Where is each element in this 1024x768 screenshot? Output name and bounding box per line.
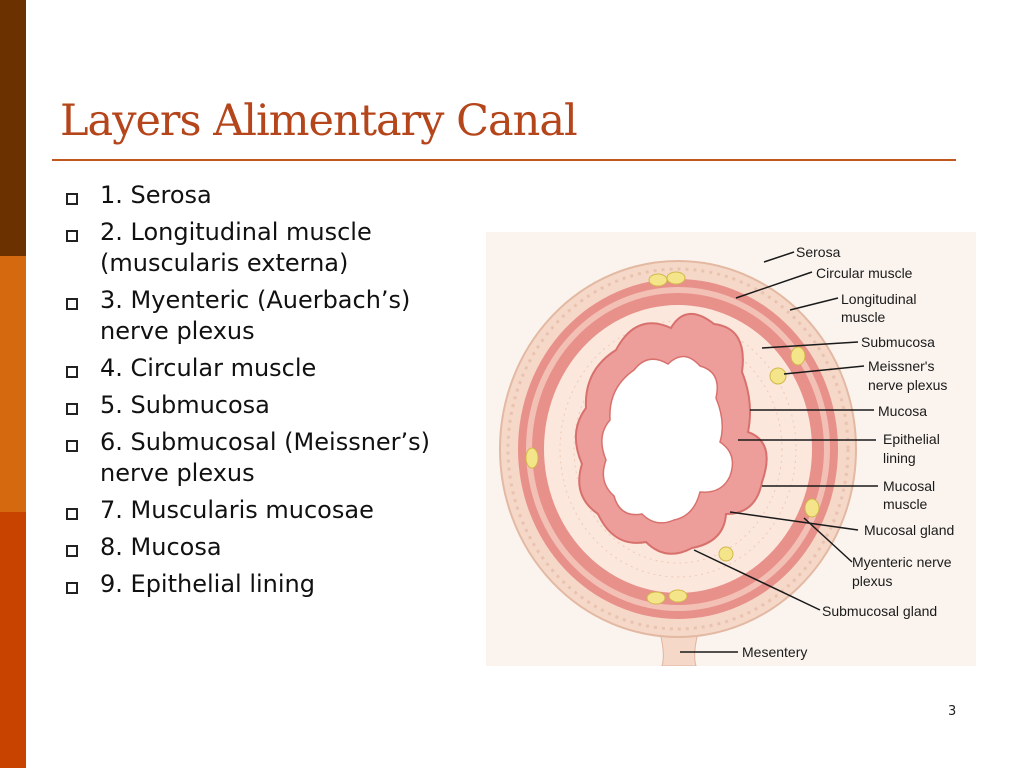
nerve-plexus-node xyxy=(648,273,668,287)
submucosa-texture-inner xyxy=(573,334,783,564)
list-item: 5. Submucosa xyxy=(60,390,480,421)
nerve-plexus-node xyxy=(668,589,688,603)
list-item: 7. Muscularis mucosae xyxy=(60,495,480,526)
side-accent-bar xyxy=(0,0,26,768)
nerve-plexus-node xyxy=(666,271,686,285)
label-longitudinal-muscle-line1: Longitudinal xyxy=(841,291,917,307)
list-item: 2. Longitudinal muscle (muscularis exter… xyxy=(60,217,480,279)
nerve-plexus-node xyxy=(790,346,806,366)
square-bullet-icon xyxy=(66,298,78,310)
page-number: 3 xyxy=(948,704,957,719)
square-bullet-icon xyxy=(66,545,78,557)
meissner-node xyxy=(769,367,787,385)
label-epithelial-line2: lining xyxy=(883,450,916,466)
slide-title: Layers Alimentary Canal xyxy=(60,96,578,146)
label-longitudinal-muscle-line2: muscle xyxy=(841,309,886,325)
label-mucosal-muscle-line1: Mucosal xyxy=(883,478,935,494)
label-circular-muscle: Circular muscle xyxy=(816,265,913,281)
leader-line xyxy=(693,549,821,611)
square-bullet-icon xyxy=(66,403,78,415)
leader-line xyxy=(763,251,795,263)
list-item: 4. Circular muscle xyxy=(60,353,480,384)
list-item: 8. Mucosa xyxy=(60,532,480,563)
leader-line xyxy=(735,271,813,299)
label-meissner-line1: Meissner's xyxy=(868,358,934,374)
square-bullet-icon xyxy=(66,230,78,242)
square-bullet-icon xyxy=(66,508,78,520)
leader-line xyxy=(761,341,859,349)
accent-segment-middle xyxy=(0,256,26,512)
label-myenteric-line1: Myenteric nerve xyxy=(852,554,952,570)
leader-lines xyxy=(680,251,878,653)
list-item: 9. Epithelial lining xyxy=(60,569,480,600)
submucosa-texture xyxy=(559,320,797,578)
label-submucosa: Submucosa xyxy=(861,334,935,350)
accent-segment-top xyxy=(0,0,26,256)
label-mucosal-gland: Mucosal gland xyxy=(864,522,954,538)
list-item: 3. Myenteric (Auerbach’s) nerve plexus xyxy=(60,285,480,347)
nerve-plexus-node xyxy=(804,498,820,518)
leader-line xyxy=(789,297,839,311)
square-bullet-icon xyxy=(66,440,78,452)
label-mesentery: Mesentery xyxy=(742,644,807,660)
serosa-texture xyxy=(506,267,850,631)
accent-segment-bottom xyxy=(0,512,26,768)
layer-list: 1. Serosa 2. Longitudinal muscle (muscul… xyxy=(60,180,480,606)
title-underline xyxy=(52,159,956,161)
label-mucosal-muscle-line2: muscle xyxy=(883,496,928,512)
label-submucosal-gland: Submucosal gland xyxy=(822,603,937,619)
leader-line xyxy=(803,517,853,563)
alimentary-canal-cross-section: Serosa Circular muscle Longitudinal musc… xyxy=(486,232,976,666)
label-meissner-line2: nerve plexus xyxy=(868,377,947,393)
square-bullet-icon xyxy=(66,193,78,205)
leader-line xyxy=(729,511,859,531)
label-myenteric-line2: plexus xyxy=(852,573,892,589)
label-mucosa: Mucosa xyxy=(878,403,927,419)
nerve-plexus-node xyxy=(525,447,539,469)
square-bullet-icon xyxy=(66,366,78,378)
label-epithelial-line1: Epithelial xyxy=(883,431,940,447)
leader-line xyxy=(783,365,865,375)
lumen xyxy=(601,355,734,524)
square-bullet-icon xyxy=(66,582,78,594)
nerve-plexus-node xyxy=(646,591,666,605)
label-serosa: Serosa xyxy=(796,244,841,260)
submucosal-gland-node xyxy=(718,546,734,562)
list-item: 6. Submucosal (Meissner’s) nerve plexus xyxy=(60,427,480,489)
list-item: 1. Serosa xyxy=(60,180,480,211)
